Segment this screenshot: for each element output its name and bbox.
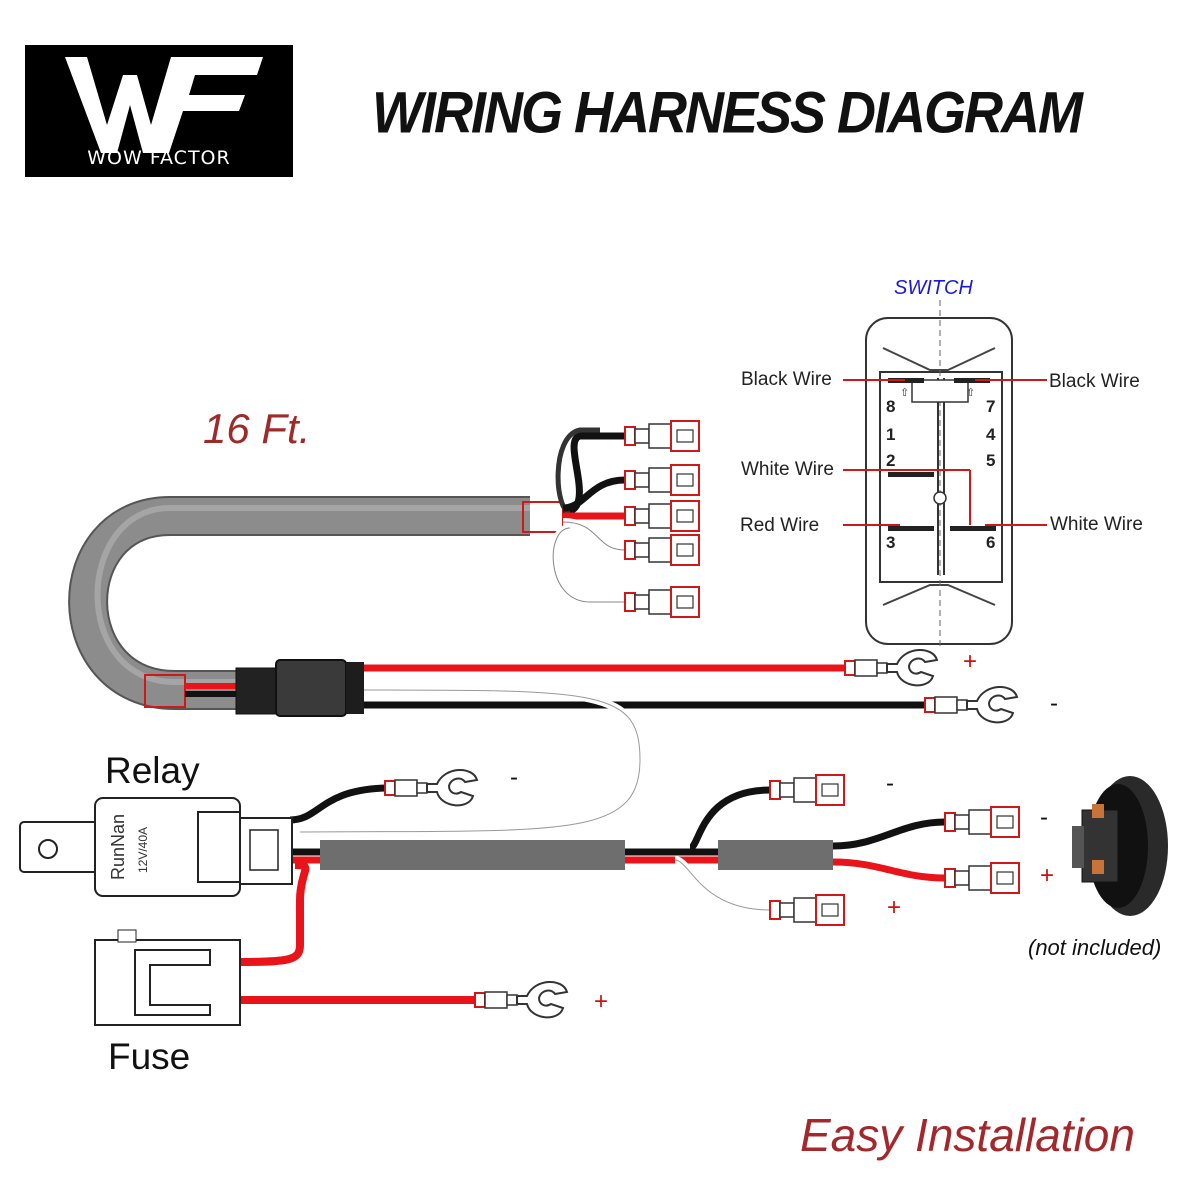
battery-positive-sign: +: [963, 648, 978, 675]
switch-terminal: 5: [986, 451, 996, 470]
rocker-switch-icon: ⇧ ⇧: [843, 300, 1047, 650]
light-b-positive-sign: +: [1040, 862, 1055, 889]
fuse-label: Fuse: [108, 1036, 191, 1077]
svg-text:⇧: ⇧: [966, 386, 975, 399]
wire-label-top-right: Black Wire: [1049, 371, 1140, 392]
brand-logo: WOW FACTOR: [25, 45, 293, 177]
switch-terminal: 2: [886, 451, 896, 470]
relay-rating: 12V/40A: [136, 826, 150, 873]
relay-icon: [19, 797, 293, 897]
relay-label: Relay: [105, 750, 200, 791]
relay-brand: RunNan: [108, 813, 128, 880]
relay-ground-sign: -: [510, 764, 518, 791]
relay-wires: [239, 768, 1020, 1019]
switch-pigtail-wires: [549, 420, 700, 618]
light-pod-icon: [1072, 776, 1168, 916]
wire-label-bottom-left: Red Wire: [740, 515, 820, 536]
svg-text:⇧: ⇧: [900, 386, 909, 399]
harness-length-label: 16 Ft.: [203, 405, 311, 452]
switch-terminal: 3: [886, 533, 896, 552]
battery-leads: [185, 648, 1018, 836]
not-included-note: (not included): [1028, 935, 1162, 960]
harness-sheath: [68, 496, 564, 710]
brand-wordmark: WOW FACTOR: [87, 147, 231, 169]
switch-terminal: 6: [986, 533, 996, 552]
switch-terminal: 1: [886, 425, 896, 444]
switch-label: SWITCH: [894, 277, 973, 299]
switch-terminal: 8: [886, 397, 896, 416]
light-a-positive-sign: +: [887, 894, 902, 921]
wf-monogram-icon: [65, 57, 263, 153]
tagline: Easy Installation: [800, 1109, 1135, 1161]
switch-terminal: 4: [986, 425, 996, 444]
wire-label-middle-left: White Wire: [741, 459, 834, 480]
wire-label-bottom-right: White Wire: [1050, 514, 1143, 535]
switch-terminal: 7: [986, 397, 996, 416]
light-b-negative-sign: -: [1040, 804, 1048, 831]
battery-negative-sign: -: [1050, 690, 1058, 717]
wire-label-top-left: Black Wire: [741, 369, 832, 390]
page-title: WIRING HARNESS DIAGRAM: [372, 80, 1083, 146]
fuse-holder-icon: [94, 929, 241, 1026]
light-a-negative-sign: -: [886, 770, 894, 797]
fuse-positive-sign: +: [594, 988, 609, 1015]
